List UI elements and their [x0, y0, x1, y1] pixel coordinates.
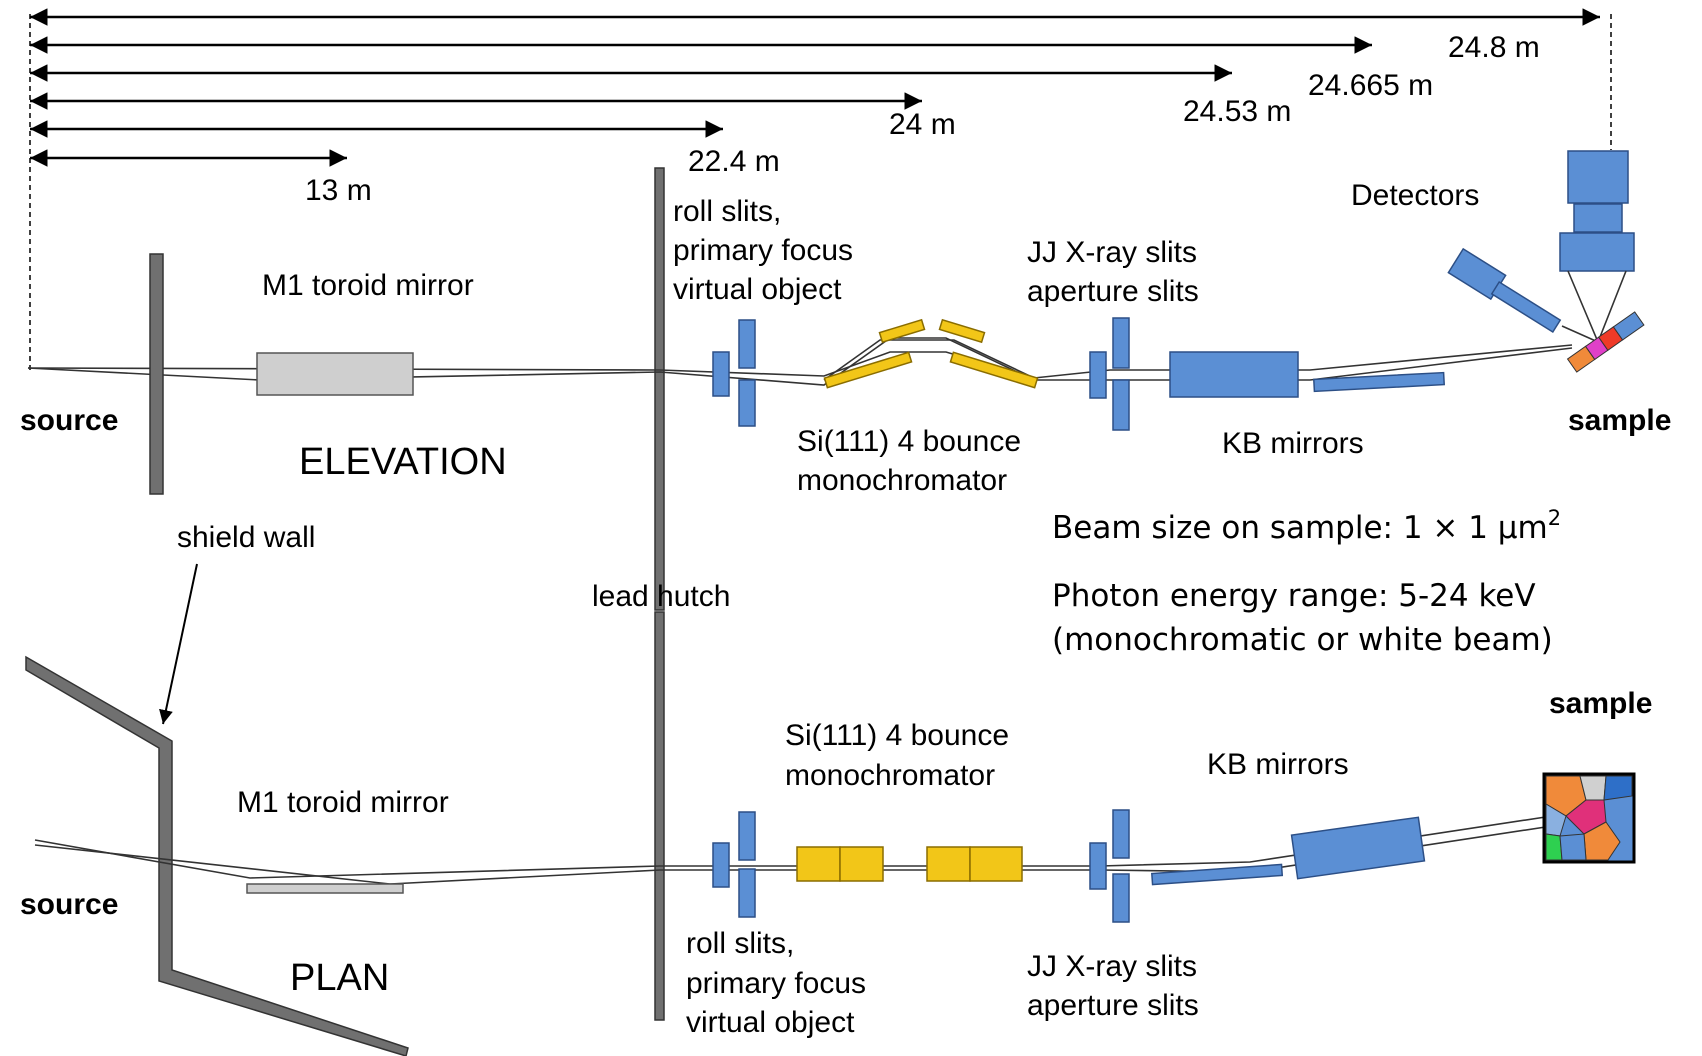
distance-label-24.53: 24.53 m [1183, 95, 1291, 128]
kb-mirror-2-plan [1290, 816, 1426, 880]
roll-slit-a-plan [712, 842, 730, 888]
beam-mode-text: (monochromatic or white beam) [1052, 622, 1553, 658]
roll-slit-a-elevation [712, 351, 730, 397]
roll-slits-label-elevation-line2: primary focus [673, 234, 853, 267]
m1-mirror-plan [246, 883, 404, 894]
detector-mid-block [1573, 203, 1623, 233]
distance-label-24.665: 24.665 m [1308, 69, 1433, 102]
shield-wall-pointer-arrow [159, 563, 198, 725]
lead-hutch-label: lead hutch [592, 580, 730, 613]
m1-mirror-label-elevation: M1 toroid mirror [262, 269, 474, 302]
beam-info: Beam size on sample: 1 × 1 μm2 Photon en… [1052, 506, 1561, 658]
source-label-plan: source [20, 888, 118, 921]
sample-label-plan: sample [1549, 687, 1652, 720]
distance-label-24: 24 m [889, 108, 956, 141]
mono-label-plan-line2: monochromator [785, 759, 995, 792]
elevation-mono-path [823, 339, 1035, 381]
jj-slit-c-elevation [1112, 379, 1130, 431]
beam-size-text: Beam size on sample: 1 × 1 μm2 [1052, 506, 1561, 546]
roll-slits-label-elevation-line3: virtual object [673, 273, 842, 306]
jj-slit-a-plan [1089, 842, 1107, 890]
side-detector-view-line [1561, 325, 1599, 343]
lead-hutch-wall [654, 167, 665, 611]
roll-slit-b-elevation [738, 319, 756, 369]
shield-wall-label: shield wall [177, 521, 315, 554]
m1-mirror-label-plan: M1 toroid mirror [237, 786, 449, 819]
roll-slits-label-plan-line1: roll slits, [686, 927, 794, 960]
sample-label-elevation: sample [1568, 404, 1671, 437]
m1-mirror-elevation [256, 352, 414, 396]
sample-plan [1542, 772, 1636, 864]
kb-mirror-2-elevation [1312, 371, 1446, 393]
shield-wall-plan [25, 655, 409, 1056]
jj-slit-b-plan [1112, 809, 1130, 859]
jj-slits-label-elevation-line2: aperture slits [1027, 275, 1199, 308]
detector-top-block [1567, 150, 1629, 204]
jj-slit-b-elevation [1112, 317, 1130, 369]
mono-label-elevation-line1: Si(111) 4 bounce [797, 425, 1021, 458]
mono-crystal-1-plan [796, 846, 841, 882]
source-label-elevation: source [20, 404, 118, 437]
photon-energy-text: Photon energy range: 5-24 keV [1052, 578, 1536, 614]
roll-slits-label-plan-line2: primary focus [686, 967, 866, 1000]
roll-slit-b-plan [738, 811, 756, 861]
jj-slits-label-plan-line1: JJ X-ray slits [1027, 950, 1197, 983]
beam-size-main: Beam size on sample: 1 × 1 μm [1052, 510, 1548, 546]
mono-crystal-4-elevation [949, 351, 1039, 389]
plan-view-label: PLAN [290, 957, 389, 999]
shield-wall-elevation [149, 253, 164, 495]
distance-label-24.8: 24.8 m [1448, 31, 1540, 64]
plan-view: source M1 toroid mirror PLAN Si(111) 4 b… [20, 655, 1652, 1056]
jj-slit-a-elevation [1089, 351, 1107, 399]
mono-crystal-4-plan [969, 846, 1023, 882]
mono-crystal-1-elevation [823, 351, 913, 389]
mono-crystal-2-elevation [878, 318, 926, 344]
mono-crystal-3-elevation [938, 318, 986, 344]
elevation-view-label: ELEVATION [299, 441, 507, 483]
roll-slit-c-elevation [738, 379, 756, 427]
kb-mirror-1-elevation [1169, 351, 1299, 398]
kb-mirrors-label-plan: KB mirrors [1207, 748, 1349, 781]
roll-slits-label-plan-line3: virtual object [686, 1006, 855, 1039]
jj-slit-c-plan [1112, 873, 1130, 923]
lead-hutch-wall-lower [654, 611, 665, 1021]
elevation-view: source M1 toroid mirror ELEVATION roll s… [20, 150, 1671, 497]
side-detector-arm [1490, 280, 1562, 334]
mono-crystal-3-plan [926, 846, 971, 882]
detector-bottom-block [1559, 232, 1635, 272]
jj-slits-label-plan-line2: aperture slits [1027, 989, 1199, 1022]
roll-slits-label-elevation-line1: roll slits, [673, 195, 781, 228]
kb-mirror-1-plan [1151, 863, 1284, 886]
beam-size-exponent: 2 [1548, 506, 1561, 530]
roll-slit-c-plan [738, 868, 756, 918]
distance-label-13: 13 m [305, 174, 372, 207]
kb-mirrors-label-elevation: KB mirrors [1222, 427, 1364, 460]
mono-label-plan-line1: Si(111) 4 bounce [785, 719, 1009, 752]
jj-slits-label-elevation-line1: JJ X-ray slits [1027, 236, 1197, 269]
detectors-label: Detectors [1351, 179, 1479, 212]
mono-crystal-2-plan [839, 846, 884, 882]
distance-scale: 24.8 m 24.665 m 24.53 m 24 m 22.4 m 13 m [29, 8, 1612, 370]
distance-label-22.4: 22.4 m [688, 145, 780, 178]
mono-label-elevation-line2: monochromator [797, 464, 1007, 497]
sample-elevation [1566, 311, 1645, 373]
